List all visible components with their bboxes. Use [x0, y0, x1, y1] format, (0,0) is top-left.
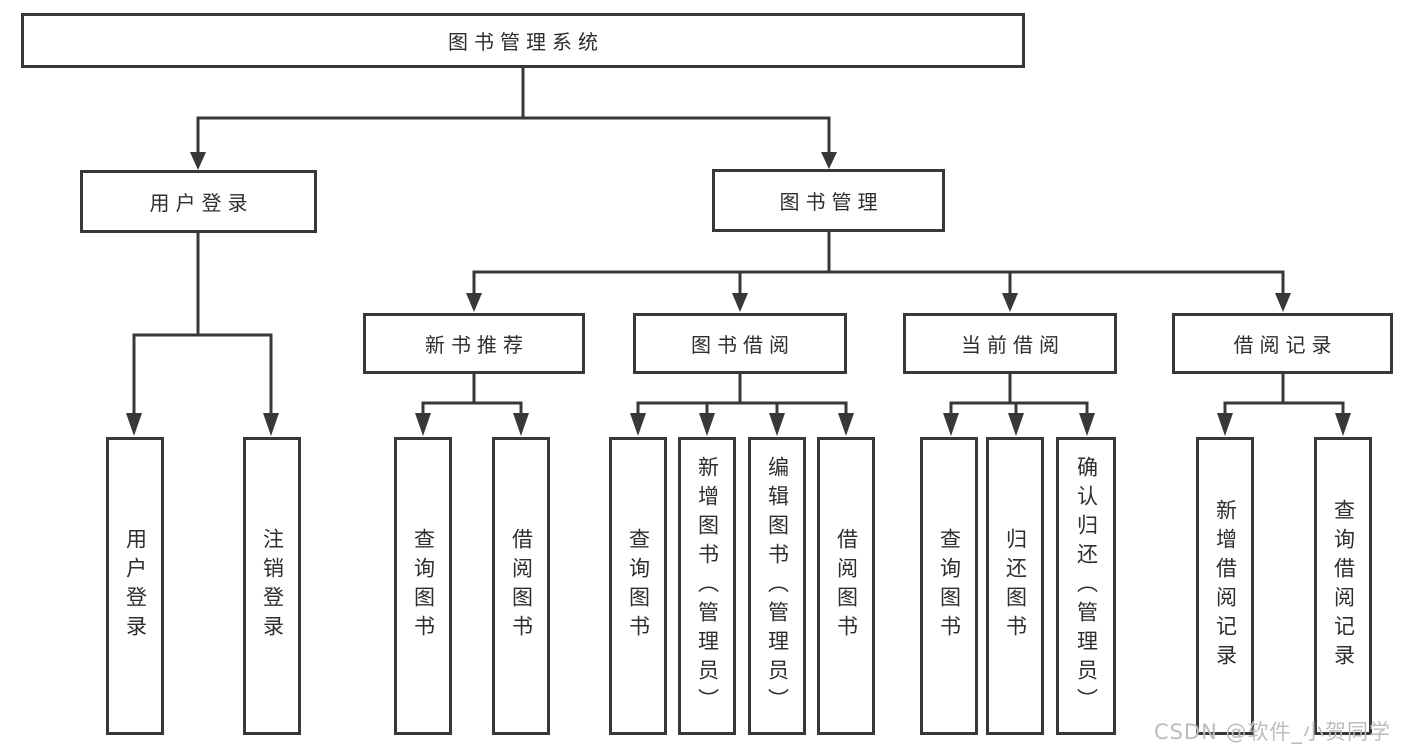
leaf-current-confirm-return-admin: 确认归还（管理员） [1056, 437, 1116, 735]
node-book-borrow: 图书借阅 [633, 313, 847, 374]
leaf-borrow-edit-books-admin: 编辑图书（管理员） [748, 437, 806, 735]
leaf-records-query-record: 查询借阅记录 [1314, 437, 1372, 735]
node-root: 图书管理系统 [21, 13, 1025, 68]
leaf-current-query-books: 查询图书 [920, 437, 978, 735]
leaf-current-return-books: 归还图书 [986, 437, 1044, 735]
node-book-management: 图书管理 [712, 169, 945, 232]
leaf-borrow-add-books-admin: 新增图书（管理员） [678, 437, 736, 735]
csdn-watermark: CSDN @软件_小贺同学 [1153, 720, 1391, 744]
leaf-borrow-borrow-books: 借阅图书 [817, 437, 875, 735]
node-current-borrow: 当前借阅 [903, 313, 1117, 374]
leaf-logout: 注销登录 [243, 437, 301, 735]
leaf-records-add-record: 新增借阅记录 [1196, 437, 1254, 735]
leaf-borrow-query-books: 查询图书 [609, 437, 667, 735]
node-new-book-recommend: 新书推荐 [363, 313, 585, 374]
leaf-recommend-borrow-books: 借阅图书 [492, 437, 550, 735]
arrowheads [126, 152, 1351, 436]
node-borrow-records: 借阅记录 [1172, 313, 1393, 374]
leaf-user-login: 用户登录 [106, 437, 164, 735]
node-user-login: 用户登录 [80, 170, 317, 233]
leaf-recommend-query-books: 查询图书 [394, 437, 452, 735]
